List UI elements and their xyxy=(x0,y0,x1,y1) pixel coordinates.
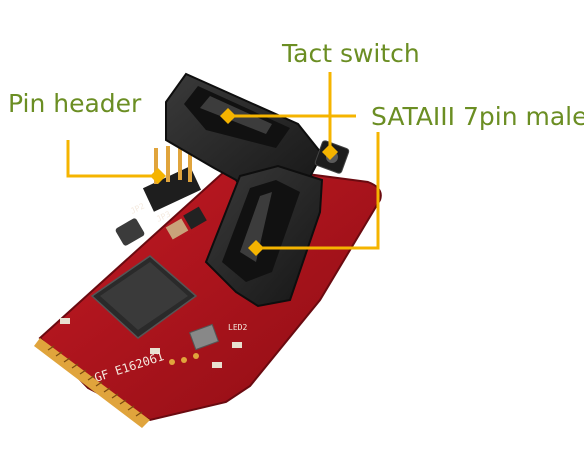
diamond-icon xyxy=(322,144,338,160)
callout-line-sata-lower xyxy=(256,132,380,250)
led-label: LED2 xyxy=(228,323,247,332)
controller-chip xyxy=(90,255,198,339)
callout-line-pin xyxy=(66,140,158,178)
label-pin-header: Pin header xyxy=(8,89,142,118)
sata-connector-lower xyxy=(204,164,324,308)
callout-lines xyxy=(66,72,380,250)
smd-components xyxy=(60,206,242,368)
diamond-icon xyxy=(220,108,236,124)
callout-markers xyxy=(150,108,338,256)
diamond-icon xyxy=(150,168,166,184)
label-sata-connector: SATAIII 7pin male xyxy=(371,102,584,131)
pin-header xyxy=(142,144,202,212)
diamond-icon xyxy=(248,240,264,256)
label-tact-switch: Tact switch xyxy=(282,39,420,68)
gold-edge-fingers xyxy=(34,338,150,428)
edge-finger-gaps xyxy=(47,345,143,417)
jumper-label-1: JP2 xyxy=(129,201,146,215)
